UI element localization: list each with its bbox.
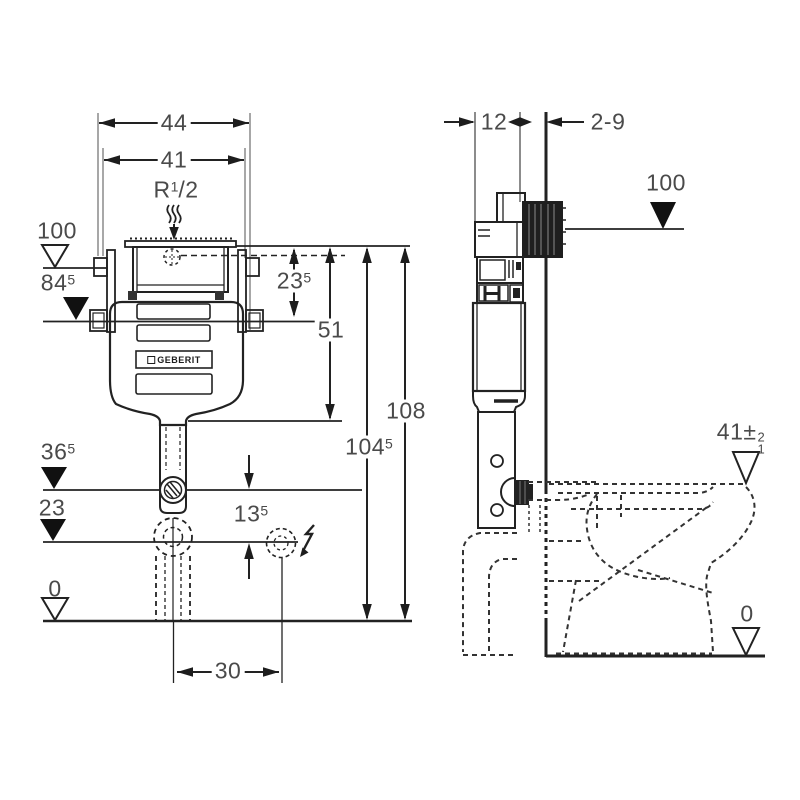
level-0-label: 0 xyxy=(48,575,62,602)
brand-logo: GEBERIT xyxy=(147,355,201,365)
tank-slot-2 xyxy=(136,324,211,342)
side-level-0-label: 0 xyxy=(740,600,754,627)
lightning-icon xyxy=(300,524,315,557)
fill-valve xyxy=(476,256,524,284)
tank-slot-3 xyxy=(135,373,213,395)
wc-height-marker xyxy=(731,451,761,486)
bracket-left xyxy=(89,249,116,333)
screw-right xyxy=(215,291,224,300)
level-365-marker xyxy=(41,467,67,489)
wc-connector xyxy=(515,480,533,505)
wall-sleeve xyxy=(522,201,566,258)
level-100-marker xyxy=(40,244,70,269)
level-23-marker xyxy=(40,519,66,541)
dim-outlet-offset: 135 xyxy=(233,500,269,527)
level-845-label: 845 xyxy=(40,269,76,296)
pipe-side xyxy=(477,411,516,529)
inlet-arrow xyxy=(169,224,179,240)
level-845-marker xyxy=(63,297,89,320)
elbow-outer xyxy=(462,532,517,652)
dim-tank-height: 51 xyxy=(314,318,348,342)
dim-height-total: 108 xyxy=(383,399,429,423)
tank-slot-1 xyxy=(136,303,211,320)
front-height-dims xyxy=(172,247,410,683)
dim-cover-depth: 235 xyxy=(273,269,315,293)
dim-width-overall: 44 xyxy=(157,111,191,135)
electrical-connection xyxy=(265,524,315,559)
flush-valve xyxy=(476,282,524,304)
logo-square-icon xyxy=(147,356,156,364)
wc-connector-arc xyxy=(499,477,516,507)
inlet-hole xyxy=(163,248,181,266)
side-cistern xyxy=(471,192,566,529)
side-level-0-marker xyxy=(731,627,761,658)
logo-band xyxy=(135,350,213,369)
side-extension-lines xyxy=(474,112,521,222)
dim-finish-range: 2-9 xyxy=(590,108,626,135)
dim-frame-depth: 12 xyxy=(480,108,508,135)
steam-icon xyxy=(166,204,182,224)
side-level-100 xyxy=(565,202,684,230)
level-100-label: 100 xyxy=(37,217,77,244)
tank-side xyxy=(471,301,527,393)
front-level-markers xyxy=(40,244,89,622)
screw-left xyxy=(128,291,137,300)
front-cistern xyxy=(89,237,264,621)
level-0-marker xyxy=(40,597,70,622)
side-level-100-label: 100 xyxy=(646,169,686,196)
front-extension-lines xyxy=(97,113,251,330)
dim-height-inner: 1045 xyxy=(342,435,396,459)
level-365-label: 365 xyxy=(40,438,76,465)
dim-width-tank: 41 xyxy=(157,148,191,172)
dim-water-inlet: R1/2 xyxy=(153,176,199,203)
side-view xyxy=(444,112,765,658)
tank-outline xyxy=(108,300,245,427)
dim-outlet-distance: 30 xyxy=(211,659,245,683)
front-view xyxy=(40,113,412,683)
side-depth-dims xyxy=(444,117,584,127)
wc-dashed-outline xyxy=(462,481,756,656)
flush-pipe xyxy=(159,425,187,514)
elbow-inner xyxy=(488,558,517,652)
level-23-label: 23 xyxy=(38,494,66,521)
